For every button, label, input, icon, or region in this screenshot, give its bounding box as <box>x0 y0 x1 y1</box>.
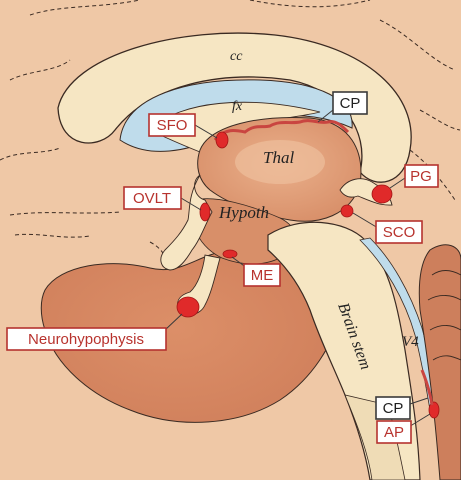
cp-strip-bottom <box>420 369 434 406</box>
label-neurohypophysis: Neurohypophysis <box>6 327 167 351</box>
sco-label: SCO <box>383 224 416 241</box>
sco-organ <box>340 204 354 218</box>
fornix-label: fx <box>232 99 243 114</box>
corpus-callosum <box>57 32 412 183</box>
ap-organ <box>428 401 440 419</box>
lamina-terminalis <box>160 174 213 271</box>
label-cp-top: CP <box>332 91 368 115</box>
corpus-callosum-label: cc <box>230 49 243 64</box>
neurohypophysis-organ <box>176 296 200 318</box>
neurohypophysis-label: Neurohypophysis <box>28 331 144 348</box>
fourth-ventricle-label: V4 <box>402 334 419 350</box>
label-ovlt: OVLT <box>123 186 182 210</box>
cp-top-label: CP <box>340 95 361 112</box>
cerebellum-folia <box>427 270 461 361</box>
thalamus-label: Thal <box>263 148 294 167</box>
thalamus-highlight <box>235 140 325 184</box>
label-me: ME <box>243 263 281 287</box>
ovlt-organ <box>199 202 211 222</box>
choroid-plexus-strip <box>213 119 350 142</box>
me-label: ME <box>251 267 274 284</box>
sfo-organ <box>215 131 229 149</box>
label-cp-bottom: CP <box>375 396 411 420</box>
label-ap: AP <box>376 420 412 444</box>
label-pg: PG <box>404 164 439 188</box>
sfo-label: SFO <box>157 117 188 134</box>
ap-label: AP <box>384 424 404 441</box>
pg-label: PG <box>410 168 432 185</box>
me-organ <box>222 249 238 259</box>
hypothalamus-label: Hypoth <box>218 203 269 222</box>
label-sfo: SFO <box>148 113 196 137</box>
ovlt-label: OVLT <box>133 190 171 207</box>
cp-bottom-label: CP <box>383 400 404 417</box>
pineal-organ <box>371 184 393 204</box>
label-sco: SCO <box>375 220 423 244</box>
